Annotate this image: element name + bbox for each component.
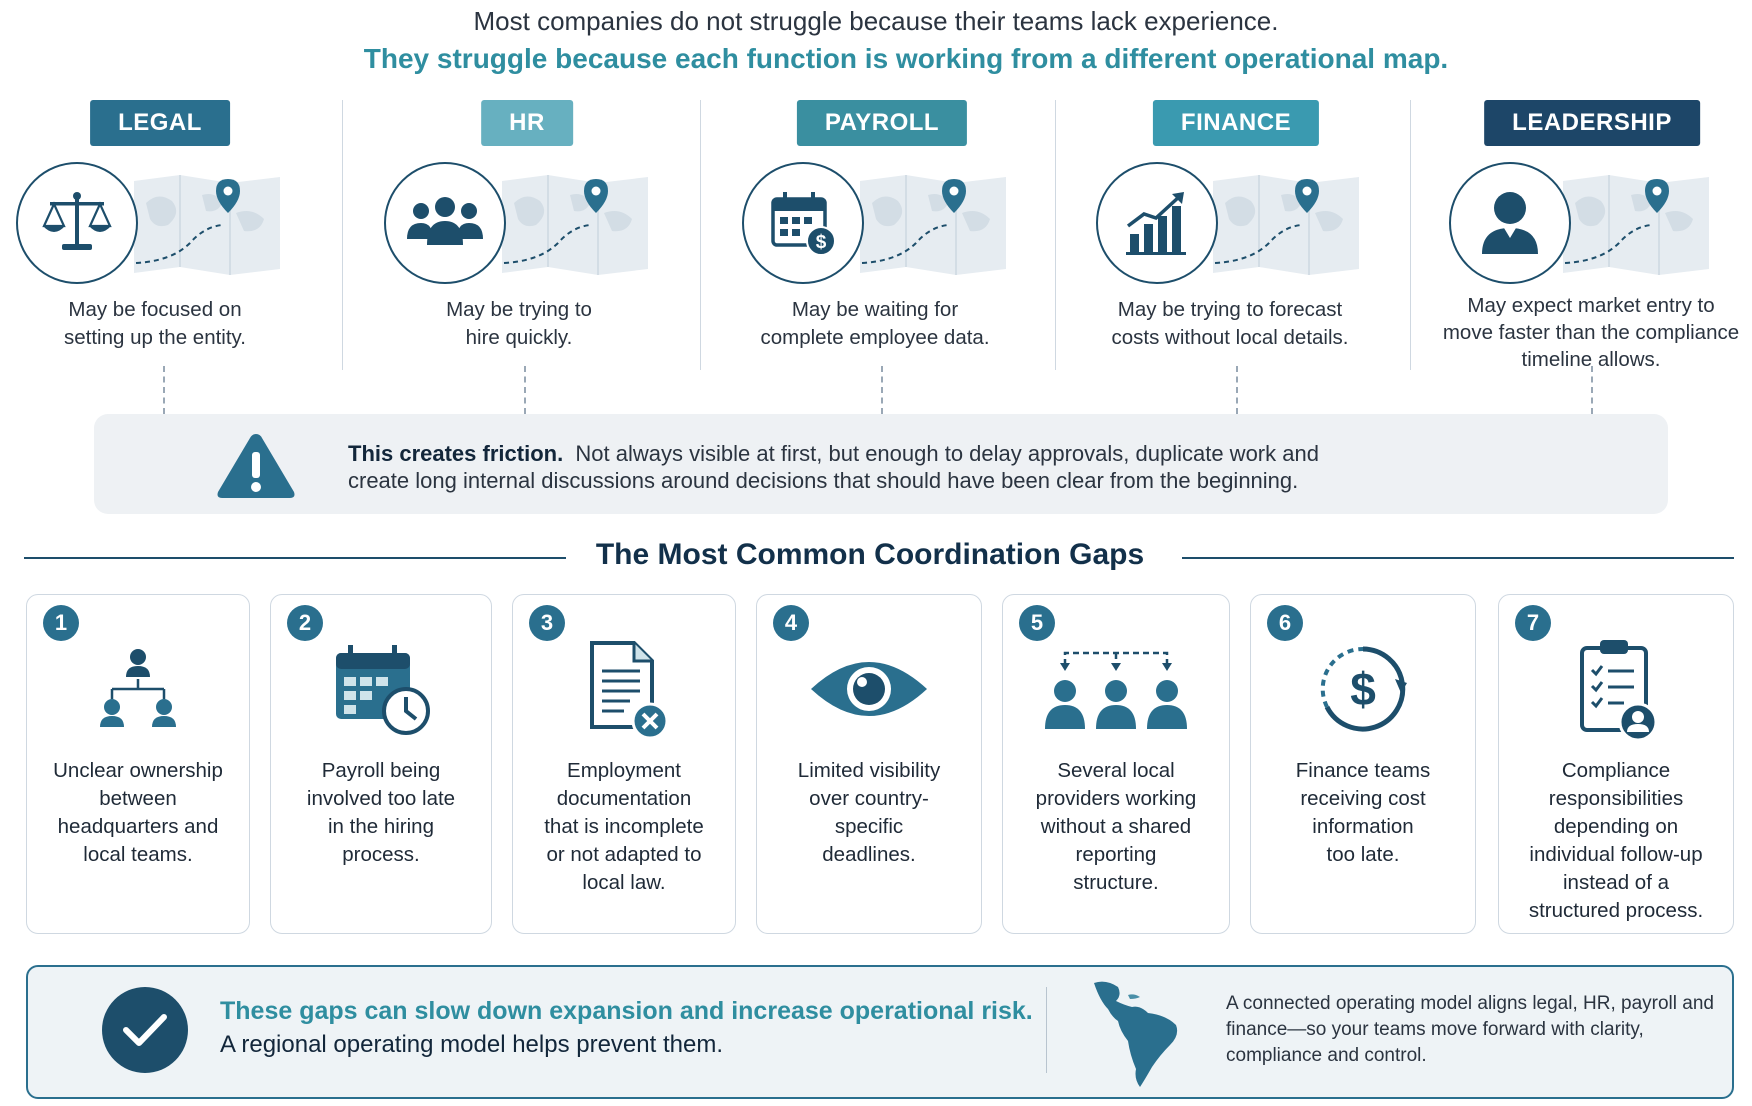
gap-number: 5 xyxy=(1019,605,1055,641)
summary-right-text: A connected operating model aligns legal… xyxy=(1226,993,1714,1066)
connector-line xyxy=(163,366,165,414)
dollar-cycle-icon: $ xyxy=(1251,629,1475,749)
checkmark-icon xyxy=(102,987,188,1073)
warning-icon xyxy=(217,434,295,498)
gap-number: 7 xyxy=(1515,605,1551,641)
friction-bold: This creates friction. xyxy=(348,441,564,466)
section-rule-right xyxy=(1182,557,1734,559)
friction-line-2: create long internal discussions around … xyxy=(348,468,1299,493)
column-divider xyxy=(1410,100,1411,370)
providers-icon xyxy=(1003,629,1229,749)
function-label-legal: LEGAL xyxy=(90,100,230,146)
friction-banner: This creates friction. Not always visibl… xyxy=(94,414,1668,514)
latin-america-map-icon xyxy=(1088,975,1198,1096)
column-divider xyxy=(1055,100,1056,370)
svg-text:$: $ xyxy=(816,232,827,253)
gap-number: 6 xyxy=(1267,605,1303,641)
summary-subline: A regional operating model helps prevent… xyxy=(220,1031,723,1058)
gaps-title: The Most Common Coordination Gaps xyxy=(595,538,1145,571)
gap-number: 2 xyxy=(287,605,323,641)
team-icon xyxy=(384,162,506,284)
person-icon xyxy=(1449,162,1571,284)
summary-banner: These gaps can slow down expansion and i… xyxy=(26,965,1734,1099)
payroll-calendar-icon: $ xyxy=(742,162,864,284)
connector-line xyxy=(524,366,526,414)
growth-chart-icon xyxy=(1096,162,1218,284)
map-illustration xyxy=(858,173,1008,277)
gap-number: 3 xyxy=(529,605,565,641)
summary-divider xyxy=(1046,987,1047,1073)
column-divider xyxy=(342,100,343,370)
calendar-clock-icon xyxy=(271,629,491,749)
section-rule-left xyxy=(24,557,566,559)
map-illustration xyxy=(500,173,650,277)
scales-icon xyxy=(16,162,138,284)
friction-line-1: Not always visible at first, but enough … xyxy=(575,441,1319,466)
function-label-finance: FINANCE xyxy=(1152,100,1320,146)
connector-line xyxy=(881,366,883,414)
map-illustration xyxy=(1561,173,1711,277)
connector-line xyxy=(1591,366,1593,414)
clipboard-person-icon xyxy=(1499,629,1733,749)
org-chart-icon xyxy=(27,629,249,749)
svg-text:$: $ xyxy=(1350,663,1376,715)
document-error-icon xyxy=(513,629,735,749)
gap-number: 1 xyxy=(43,605,79,641)
column-divider xyxy=(700,100,701,370)
summary-headline: These gaps can slow down expansion and i… xyxy=(220,997,1033,1025)
connector-line xyxy=(1236,366,1238,414)
map-illustration xyxy=(1211,173,1361,277)
function-label-payroll: PAYROLL xyxy=(796,100,968,146)
eye-icon xyxy=(757,629,981,749)
intro-line-2: They struggle because each function is w… xyxy=(363,43,1449,74)
map-illustration xyxy=(132,173,282,277)
function-label-leadership: LEADERSHIP xyxy=(1484,100,1700,146)
friction-text: This creates friction. Not always visibl… xyxy=(348,440,1319,494)
intro-line-1: Most companies do not struggle because t… xyxy=(473,6,1279,36)
function-label-hr: HR xyxy=(481,100,573,146)
gap-number: 4 xyxy=(773,605,809,641)
